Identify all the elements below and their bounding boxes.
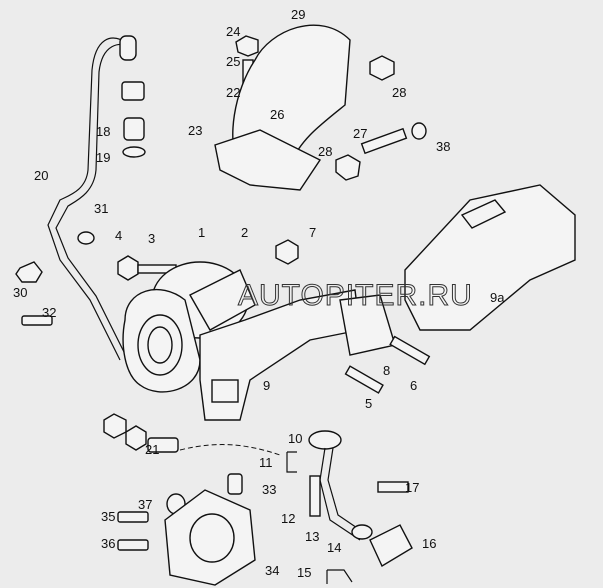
oil-return-pipe — [319, 447, 367, 541]
callout: 29 — [291, 7, 305, 22]
nut-28a — [369, 55, 395, 81]
washer-38 — [411, 122, 427, 140]
callout: 15 — [297, 565, 311, 580]
oil-feed-pipe — [47, 37, 131, 361]
callout: 3 — [148, 231, 155, 246]
exhaust-pipe-9 — [199, 289, 361, 421]
clamp-14 — [351, 524, 373, 540]
nut-24 — [235, 35, 259, 57]
nut-21a — [103, 413, 127, 439]
callout: 17 — [405, 480, 419, 495]
nut-4 — [117, 255, 139, 281]
callout: 33 — [262, 482, 276, 497]
callout: 30 — [13, 285, 27, 300]
stud-5 — [344, 365, 384, 394]
nut-30 — [15, 261, 43, 283]
callout: 22 — [226, 85, 240, 100]
callout: 12 — [281, 511, 295, 526]
callout: 8 — [383, 363, 390, 378]
nut-28b — [335, 154, 361, 181]
stud-27 — [360, 127, 408, 155]
hose-end — [119, 35, 137, 61]
callout: 18 — [96, 124, 110, 139]
fitting-33 — [227, 473, 243, 495]
callout: 16 — [422, 536, 436, 551]
callout: 21 — [145, 442, 159, 457]
bolt-17 — [377, 481, 409, 493]
callout: 24 — [226, 24, 240, 39]
callout: 31 — [94, 201, 108, 216]
callout: 19 — [96, 150, 110, 165]
nut-7 — [275, 239, 299, 265]
callout: 28 — [318, 144, 332, 159]
callout: 25 — [226, 54, 240, 69]
bolt-36 — [117, 539, 149, 551]
callout: 9a — [490, 290, 505, 305]
callout-labels: 24 29 25 22 26 28 23 27 38 28 18 19 20 3… — [13, 7, 505, 580]
callout: 26 — [270, 107, 284, 122]
callout: 34 — [265, 563, 279, 578]
exhaust-manifold-9a — [404, 184, 576, 331]
callout: 20 — [34, 168, 48, 183]
callout: 28 — [392, 85, 406, 100]
stud-6 — [389, 335, 431, 366]
callout: 6 — [410, 378, 417, 393]
callout: 5 — [365, 396, 372, 411]
callout: 36 — [101, 536, 115, 551]
callout: 4 — [115, 228, 122, 243]
fitting-21 — [147, 437, 179, 453]
callout: 7 — [309, 225, 316, 240]
callout: 10 — [288, 431, 302, 446]
callout: 13 — [305, 529, 319, 544]
callout: 35 — [101, 509, 115, 524]
watermark: AUTOPITER.RU — [238, 279, 473, 312]
bolt-35 — [117, 511, 149, 523]
callout: 38 — [436, 139, 450, 154]
gasket-23 — [214, 129, 322, 191]
washer-31 — [77, 231, 95, 245]
flange-10 — [308, 430, 342, 450]
union-nut — [121, 81, 145, 101]
callout: 9 — [263, 378, 270, 393]
flange-16 — [369, 524, 413, 568]
fitting-18 — [123, 117, 145, 141]
callout: 27 — [353, 126, 367, 141]
callout: 11 — [259, 455, 273, 470]
nut-21b — [125, 425, 147, 451]
gasket-2 — [189, 269, 256, 331]
callout: 1 — [198, 225, 205, 240]
callout: 32 — [42, 305, 56, 320]
bolt-12 — [309, 475, 321, 517]
callout: 23 — [188, 123, 202, 138]
callout: 2 — [241, 225, 248, 240]
callout: 14 — [327, 540, 341, 555]
bolt-32 — [21, 315, 53, 326]
washer-19 — [122, 146, 146, 158]
callout: 37 — [138, 497, 152, 512]
